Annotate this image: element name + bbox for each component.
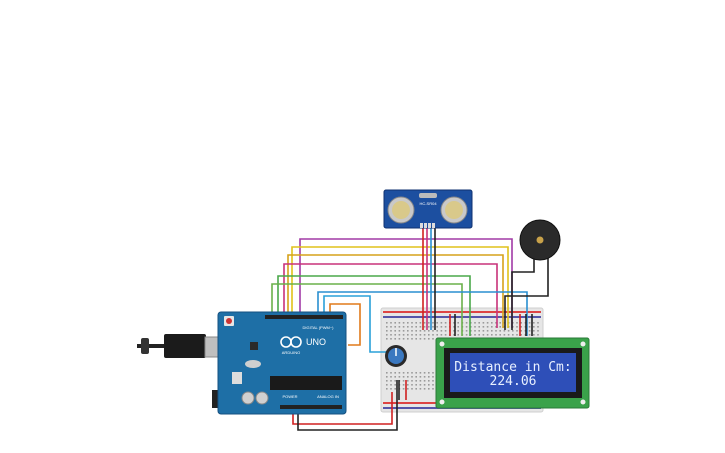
wires — [271, 228, 549, 431]
lcd-line-1: Distance in Cm: — [454, 360, 571, 375]
wire-buzzer-1 — [511, 258, 535, 330]
arduino-logo — [280, 336, 302, 348]
digital-header-label: DIGITAL (PWM~) — [303, 325, 335, 330]
arduino-uno[interactable]: UNO ARDUINO DIGITAL (PWM~) POWER ANALOG … — [137, 311, 347, 415]
wire-magenta — [283, 263, 498, 328]
wire-green-2 — [271, 283, 463, 336]
arduino-brand-label: ARDUINO — [282, 350, 300, 355]
wire-blue-2 — [323, 295, 388, 353]
power-header-label: POWER — [282, 394, 297, 399]
sensor-model-label: HC-SR04 — [419, 201, 437, 206]
wire-orange — [329, 303, 361, 346]
arduino-model-label: UNO — [306, 337, 326, 347]
ultrasonic-sensor[interactable]: HC-SR04 — [383, 189, 473, 229]
lcd-line-2: 224.06 — [490, 374, 537, 389]
analog-header-label: ANALOG IN — [317, 394, 339, 399]
wire-buzzer-2 — [504, 258, 549, 330]
wire-yellow — [291, 246, 509, 328]
piezo-buzzer[interactable] — [519, 219, 561, 261]
wire-green-1 — [277, 275, 471, 336]
wire-power-red — [292, 392, 393, 425]
wire-power-black — [297, 380, 398, 431]
lcd-display[interactable]: Distance in Cm: 224.06 — [435, 337, 590, 409]
potentiometer[interactable] — [385, 345, 407, 367]
